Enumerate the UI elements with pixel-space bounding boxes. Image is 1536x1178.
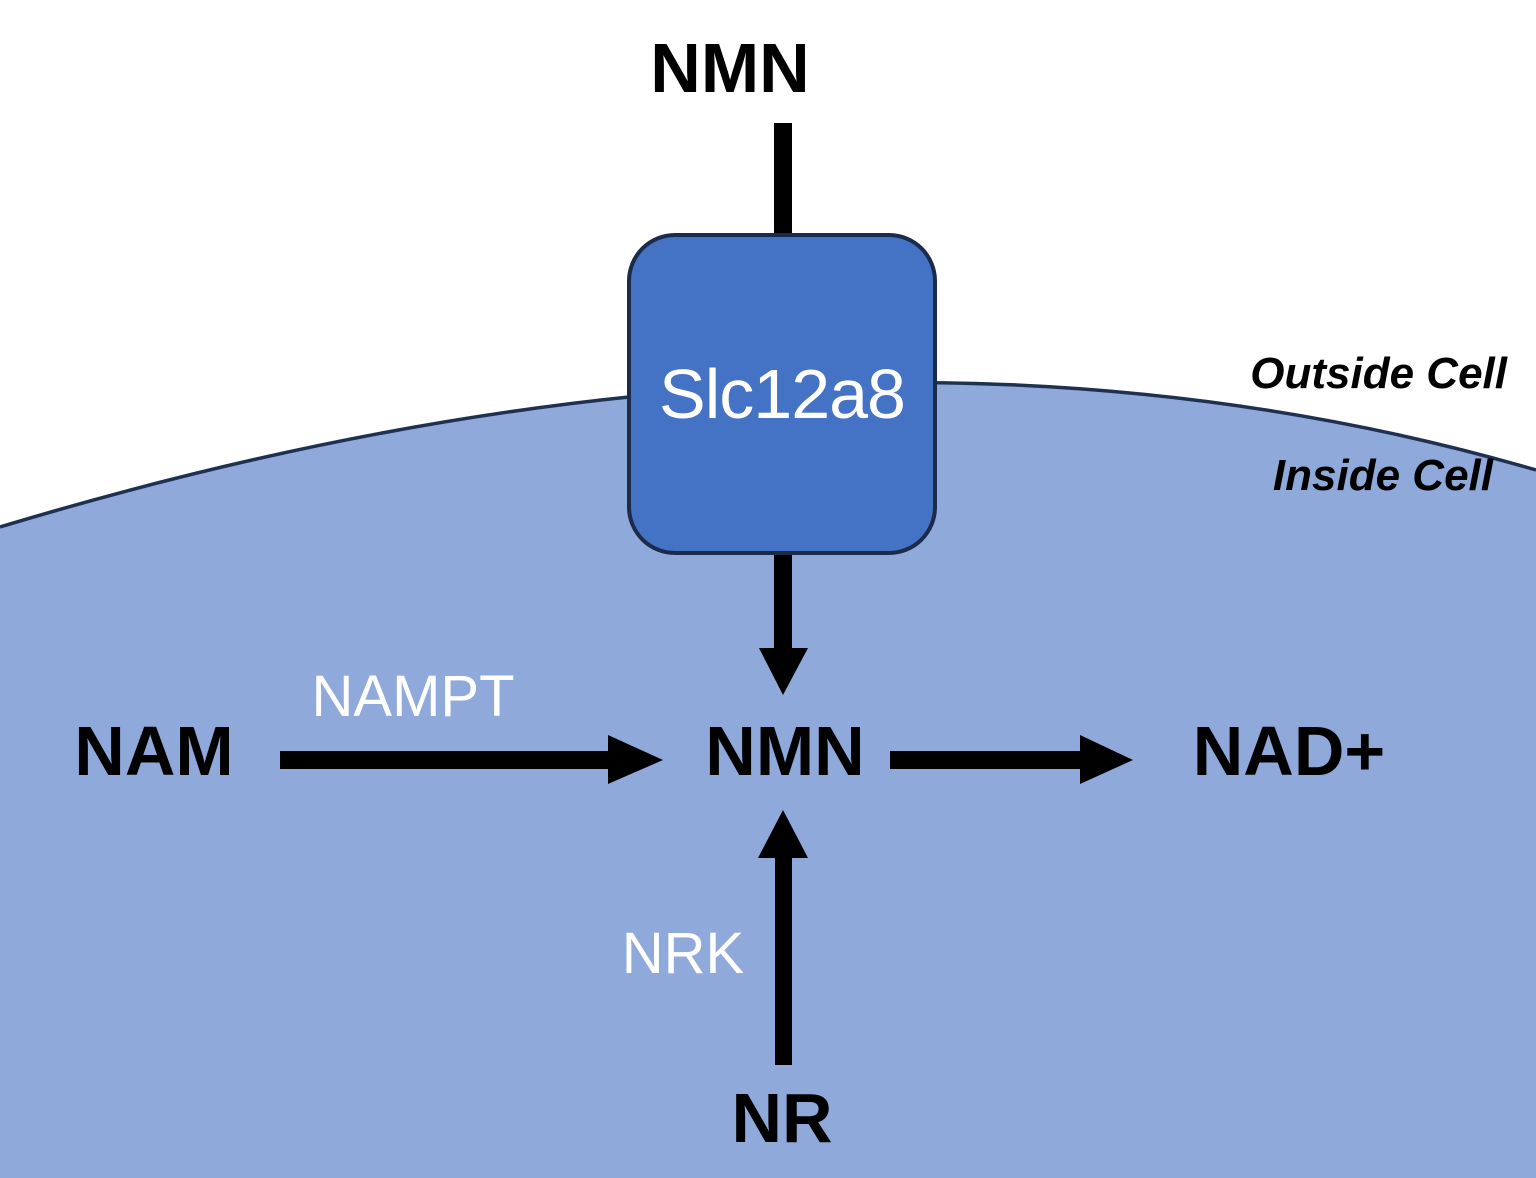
nad-arrow-shaft (890, 751, 1082, 769)
extracellular-nmn-label: NMN (650, 29, 810, 107)
nam-label: NAM (74, 712, 234, 790)
nampt-arrow-shaft (280, 751, 612, 769)
nrk-arrow-shaft (775, 856, 792, 1065)
slc12a8-transporter-label: Slc12a8 (659, 355, 906, 433)
nr-label: NR (731, 1079, 833, 1157)
nampt-arrowhead (608, 735, 663, 784)
nrk-arrowhead (758, 810, 808, 858)
intracellular-nmn-label: NMN (705, 712, 865, 790)
outside-cell-label: Outside Cell (1250, 349, 1507, 398)
nmn-import-arrow-lower-shaft (774, 551, 792, 650)
nad-arrowhead (1080, 735, 1133, 784)
inside-cell-label: Inside Cell (1272, 451, 1493, 500)
nrk-enzyme-label: NRK (621, 921, 745, 986)
nmn-import-arrowhead (759, 648, 808, 695)
cell-body (0, 382, 1536, 1178)
nmn-import-arrow-upper-shaft (774, 123, 792, 237)
nad-label: NAD+ (1192, 712, 1386, 790)
nampt-enzyme-label: NAMPT (311, 664, 515, 729)
slc12a8-transporter-box: Slc12a8 (627, 233, 937, 555)
